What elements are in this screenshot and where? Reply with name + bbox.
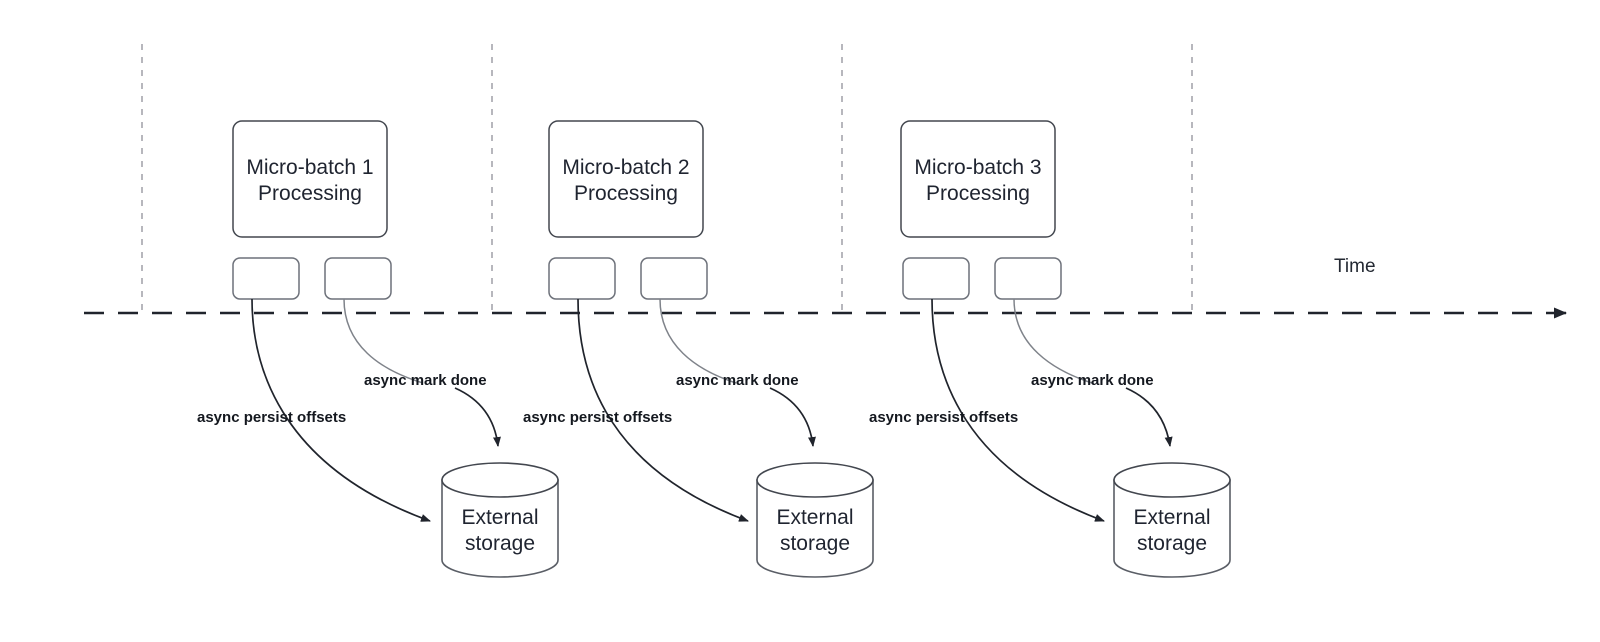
group-2-async-persist-offsets-arrow — [577, 298, 749, 522]
timeline-tick-lines — [141, 44, 1193, 316]
group-3-async-mark-done-arrow — [1125, 387, 1173, 447]
group-2-mark-done-task-box[interactable] — [640, 257, 708, 300]
group-3-shapes — [900, 120, 1231, 578]
group-3-async-persist-offsets-label: async persist offsets — [869, 409, 1019, 426]
group-1-async-mark-done-label: async mark done — [364, 372, 487, 389]
group-1-async-mark-done-arrow — [454, 387, 501, 447]
group-3-async-mark-done-label: async mark done — [1031, 372, 1154, 389]
group-2-persist-offsets-task-box[interactable] — [548, 257, 616, 300]
group-1-async-persist-offsets-arrow — [251, 298, 431, 522]
micro-batch-1-box[interactable] — [232, 120, 388, 238]
group-3-mark-done-task-box[interactable] — [994, 257, 1062, 300]
group-1-persist-offsets-task-box[interactable] — [232, 257, 300, 300]
group-1-external-storage-cylinder[interactable] — [441, 462, 559, 578]
group-3-async-persist-offsets-arrow — [931, 298, 1105, 522]
group-2-external-storage-cylinder[interactable] — [756, 462, 874, 578]
group-3-external-storage-cylinder[interactable] — [1113, 462, 1231, 578]
group-3-mark-done-leader — [1013, 298, 1093, 384]
group-2-async-mark-done-arrow — [769, 387, 816, 447]
micro-batch-3-box[interactable] — [900, 120, 1056, 238]
group-3-persist-offsets-task-box[interactable] — [902, 257, 970, 300]
group-2-async-persist-offsets-label: async persist offsets — [523, 409, 673, 426]
time-axis-label: Time — [1334, 256, 1376, 277]
group-2-async-mark-done-label: async mark done — [676, 372, 799, 389]
group-2-shapes — [548, 120, 874, 578]
group-1-mark-done-task-box[interactable] — [324, 257, 392, 300]
group-2-mark-done-leader — [659, 298, 737, 384]
group-1-shapes — [232, 120, 559, 578]
group-1-mark-done-leader — [343, 298, 424, 384]
micro-batch-2-box[interactable] — [548, 120, 704, 238]
group-1-async-persist-offsets-label: async persist offsets — [197, 409, 347, 426]
